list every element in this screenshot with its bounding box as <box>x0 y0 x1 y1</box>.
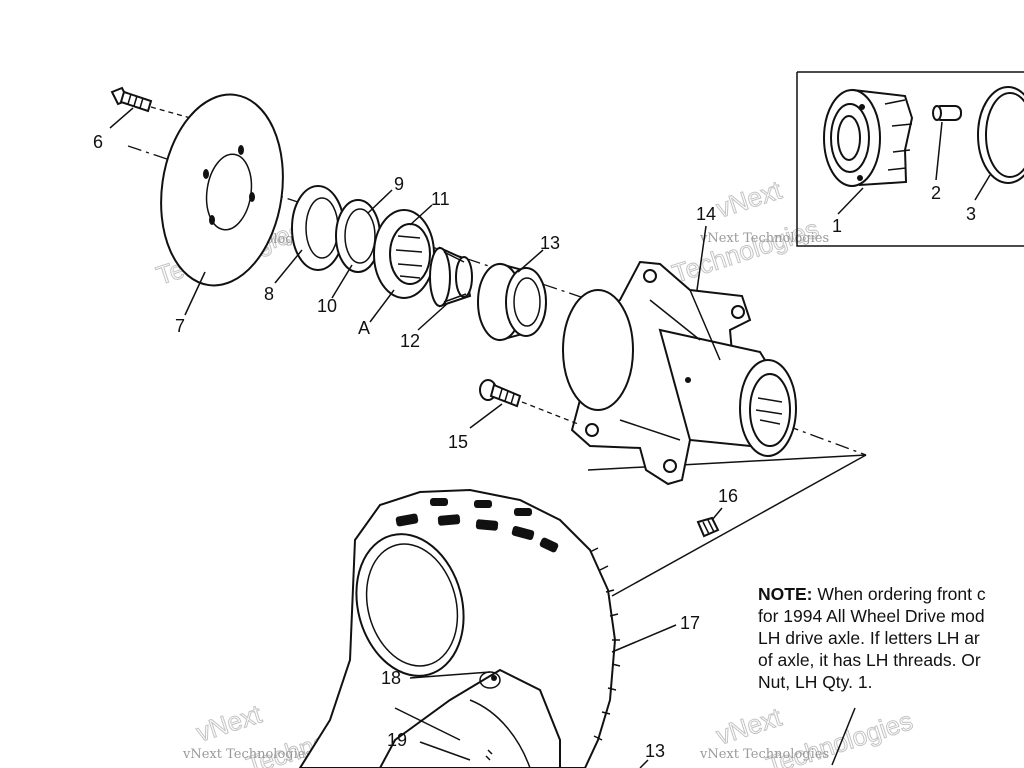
callout-13: 13 <box>540 233 560 253</box>
callout-9: 9 <box>394 174 404 194</box>
ordering-note: NOTE: When ordering front c for 1994 All… <box>758 583 1024 693</box>
note-text-1: When ordering front c <box>812 584 986 604</box>
callout-1: 1 <box>832 216 842 236</box>
note-line-2: for 1994 All Wheel Drive mod <box>758 606 985 626</box>
part-11-bearing <box>369 204 435 323</box>
callout-12: 12 <box>400 331 420 351</box>
note-label: NOTE: <box>758 584 813 604</box>
callout-labels: 1 2 3 6 7 8 9 10 11 A 12 13 13 14 15 16 … <box>93 132 976 761</box>
callout-11: 11 <box>431 189 450 209</box>
part-16-nut <box>696 507 723 538</box>
part-12-tapered-bearing <box>417 246 473 331</box>
watermark-text: vNext Technologies <box>182 747 312 762</box>
watermark-logo: Technologies <box>669 213 823 288</box>
part-7-brake-disc <box>160 93 284 316</box>
callout-14: 14 <box>696 204 716 224</box>
callout-17: 17 <box>680 613 700 633</box>
watermark-logo: vNext <box>713 174 786 223</box>
note-line-4: of axle, it has LH threads. Or <box>758 650 981 670</box>
watermark-text: vNext Technologies <box>699 231 829 246</box>
leader-13b <box>639 759 649 768</box>
callout-16: 16 <box>718 486 738 506</box>
callout-A: A <box>358 318 370 338</box>
part-15-bolt <box>469 379 579 429</box>
part-13-bearing-cup <box>477 249 547 342</box>
part-6-screw <box>109 86 153 129</box>
callout-15: 15 <box>448 432 468 452</box>
callout-18: 18 <box>381 668 401 688</box>
watermark-logo: vNext <box>713 701 786 750</box>
watermark-text: vNext Technologies <box>699 747 829 762</box>
callout-13-lower: 13 <box>645 741 665 761</box>
callout-3: 3 <box>966 204 976 224</box>
callout-6: 6 <box>93 132 103 152</box>
part-18-19-rim <box>378 668 561 768</box>
part-2-pin <box>932 105 962 121</box>
callout-2: 2 <box>931 183 941 203</box>
watermark-logo: vNext <box>193 698 266 747</box>
part-14-hub <box>562 225 797 486</box>
note-line-1: NOTE: When ordering front c <box>758 583 1024 605</box>
part-3-ring <box>977 86 1024 184</box>
inset-box <box>796 71 1024 247</box>
callout-19: 19 <box>387 730 407 750</box>
note-line-5: Nut, LH Qty. 1. <box>758 672 873 692</box>
callout-8: 8 <box>264 284 274 304</box>
note-leader-line <box>831 707 856 766</box>
part-1-hub <box>823 88 914 187</box>
callout-7: 7 <box>175 316 185 336</box>
part-10-snap-ring <box>331 189 393 299</box>
callout-10: 10 <box>317 296 337 316</box>
note-line-3: LH drive axle. If letters LH ar <box>758 628 980 648</box>
